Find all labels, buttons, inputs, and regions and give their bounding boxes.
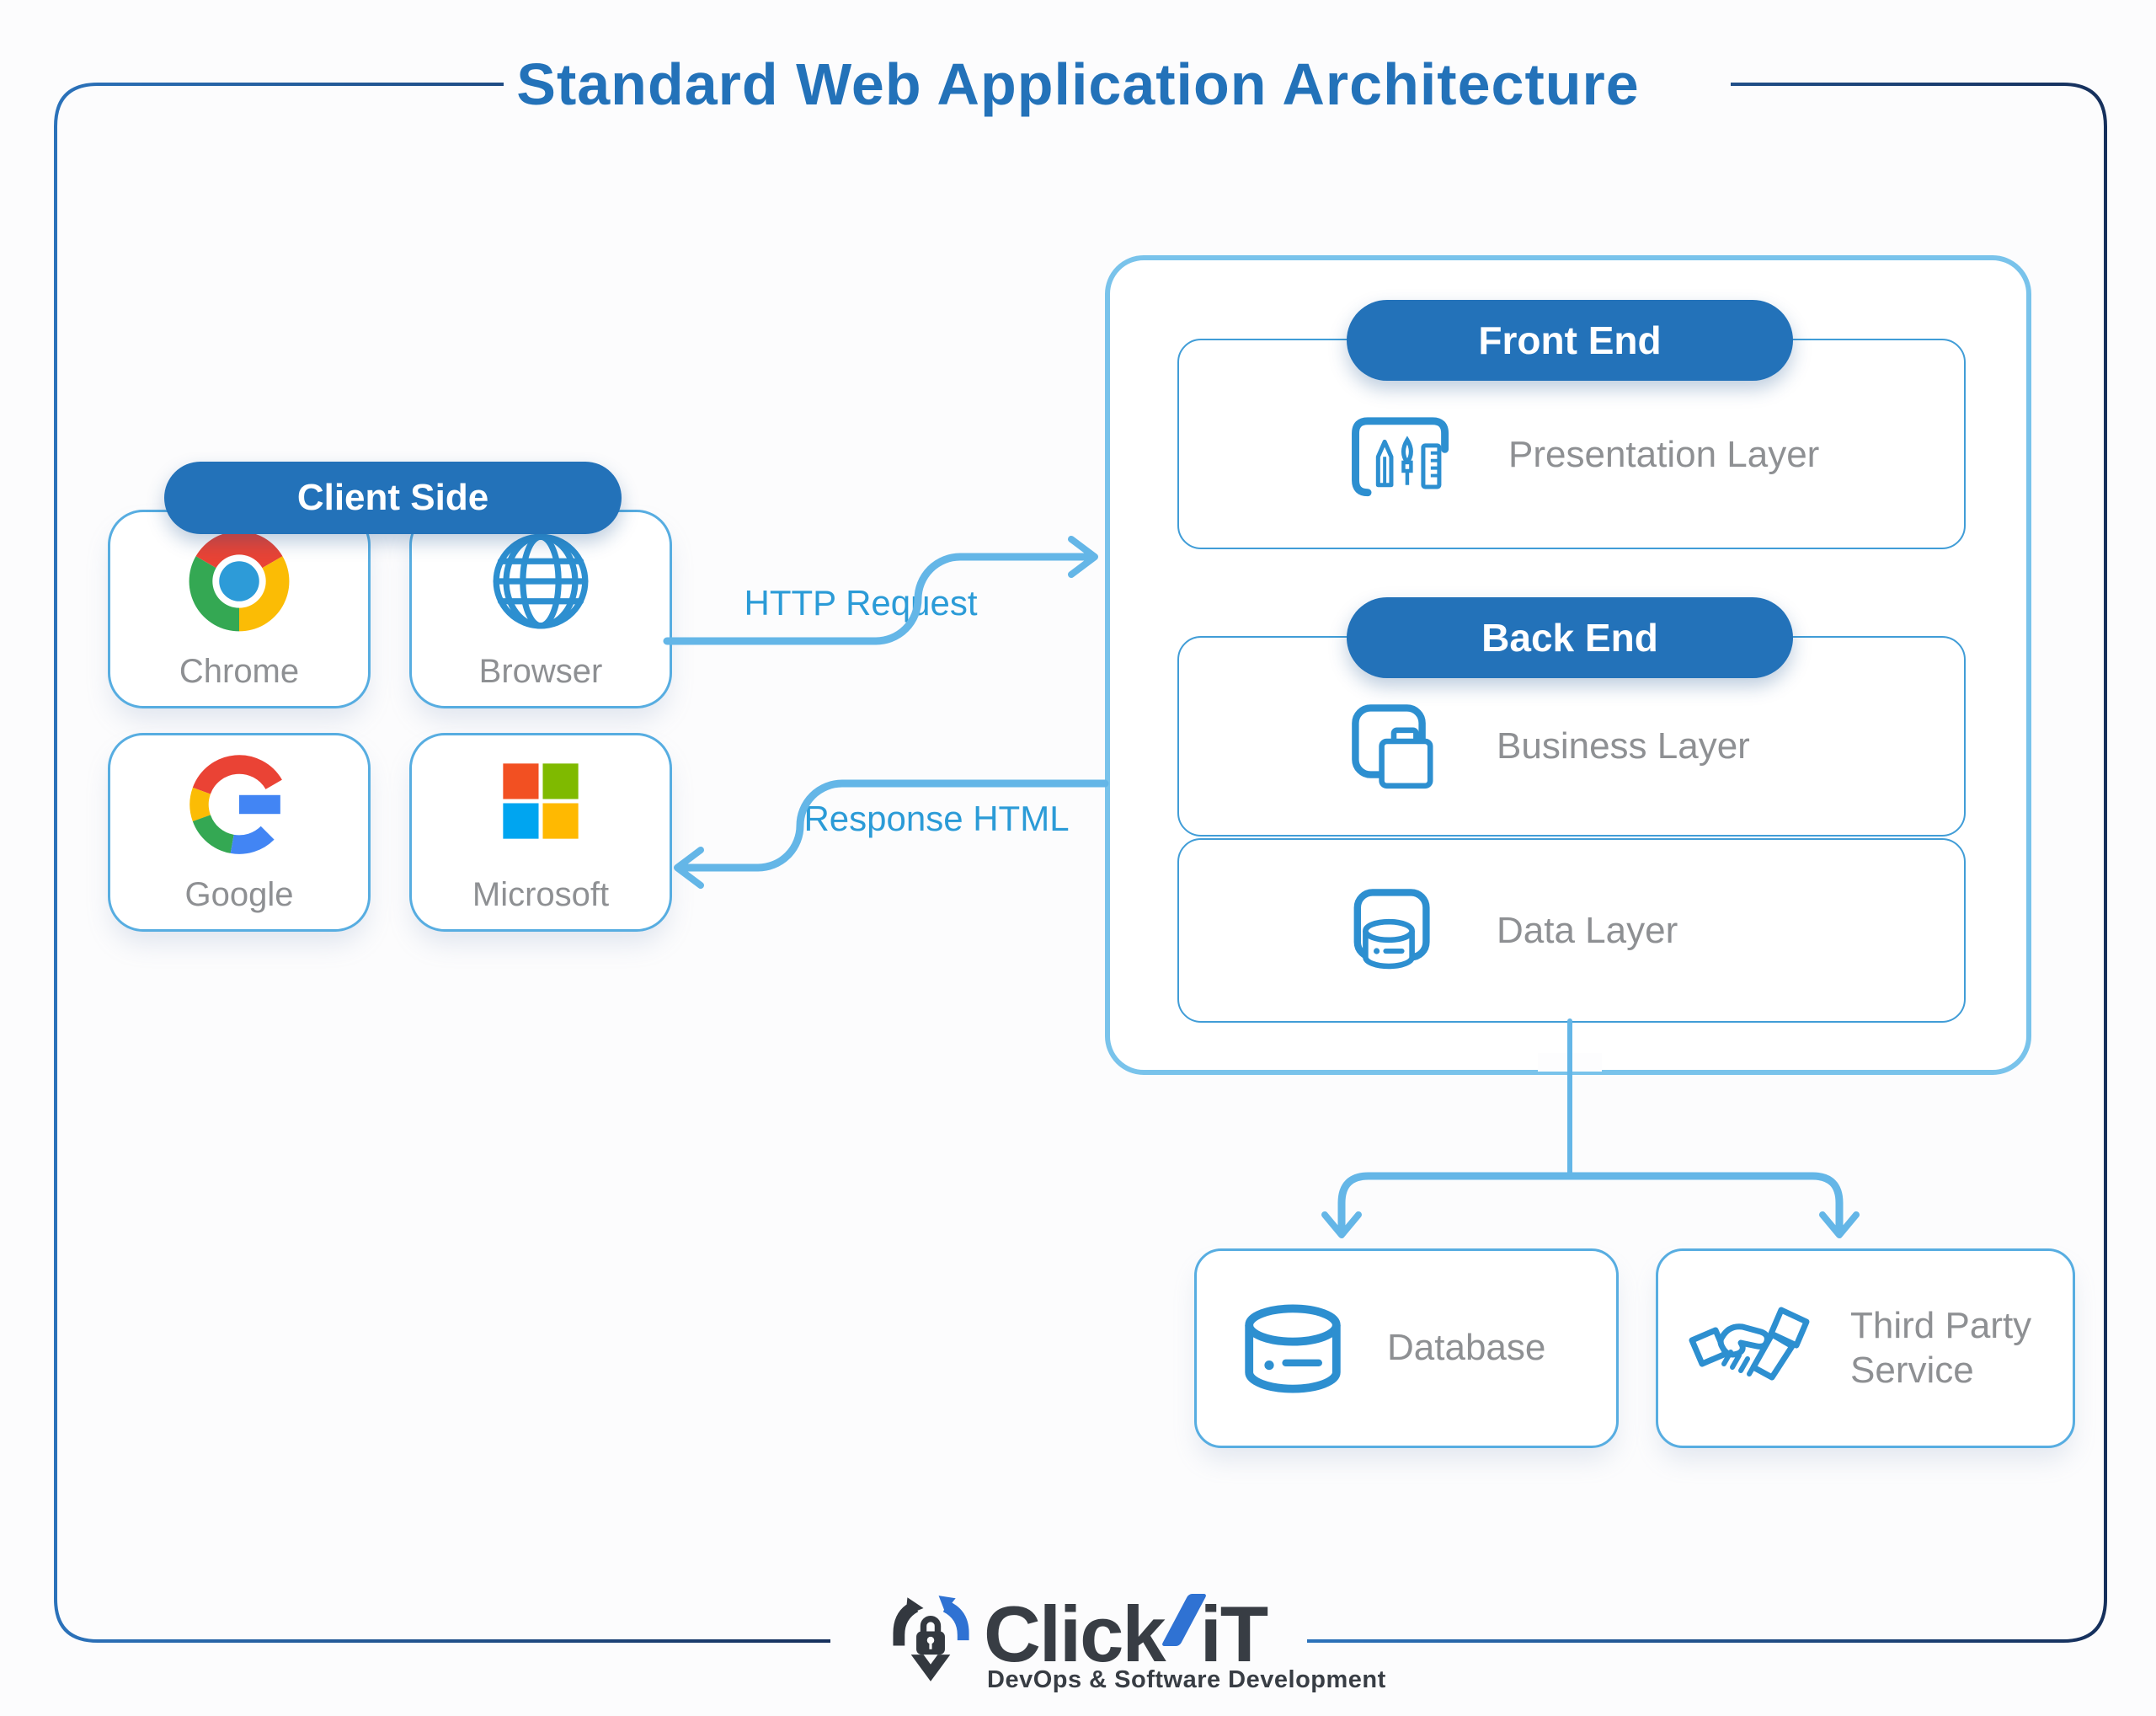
client-box-chrome: Chrome [108,510,371,708]
page-title: Standard Web Application Architecture [516,51,1640,117]
front-end-pill: Front End [1347,300,1793,381]
data-layer-label: Data Layer [1497,909,1678,951]
http-request-label: HTTP Request [744,583,978,623]
chrome-logo-icon [110,526,368,637]
briefcase-icon [1343,696,1444,797]
brand-part1: Click [984,1590,1166,1678]
client-box-label: Microsoft [472,876,610,913]
database-box: Database [1194,1248,1619,1448]
handshake-icon [1687,1298,1822,1399]
client-side-pill: Client Side [164,462,622,534]
back-end-label: Back End [1481,616,1658,660]
client-box-label: Browser [478,653,603,690]
client-box-microsoft: Microsoft [409,733,672,932]
arrowhead-third-party [1819,1211,1860,1238]
microsoft-logo-icon [412,749,670,853]
back-end-pill: Back End [1347,597,1793,678]
clickit-shield-icon [886,1594,975,1683]
third-party-service-box: Third Party Service [1656,1248,2075,1448]
business-layer-label: Business Layer [1497,725,1750,767]
client-box-browser: Browser [409,510,672,708]
design-tools-icon [1343,409,1456,500]
client-box-label: Chrome [179,653,300,690]
third-party-service-label: Third Party Service [1850,1304,2032,1391]
arrowhead-database [1321,1211,1362,1238]
globe-icon [412,526,670,637]
response-html-label: Response HTML [803,799,1070,838]
front-end-label: Front End [1478,318,1662,362]
client-side-label: Client Side [296,477,489,518]
database-label: Database [1387,1327,1546,1369]
database-frame-icon [1343,880,1444,981]
google-logo-icon [110,749,368,860]
database-icon [1234,1290,1352,1408]
client-box-google: Google [108,733,371,932]
clickit-tagline: DevOps & Software Development [987,1666,1386,1693]
brand-part2: iT [1199,1590,1269,1678]
presentation-layer-label: Presentation Layer [1508,434,1820,475]
data-layer-box: Data Layer [1177,838,1966,1023]
client-box-label: Google [184,876,294,913]
